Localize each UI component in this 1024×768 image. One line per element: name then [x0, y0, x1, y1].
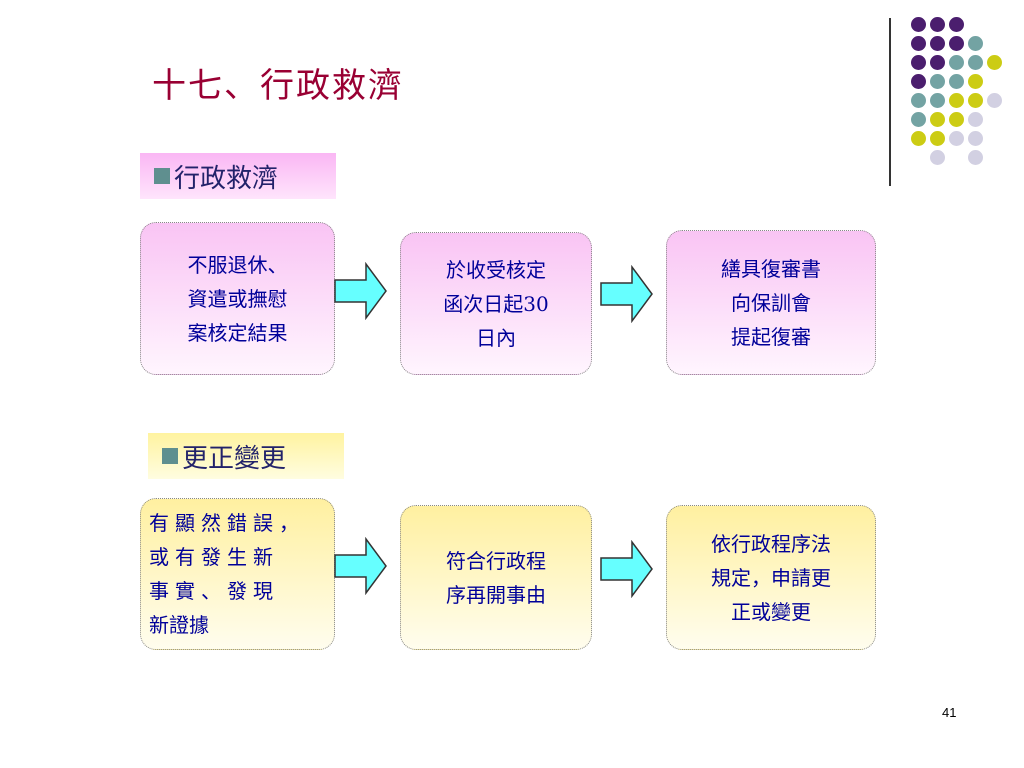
- section-header-label: 行政救濟: [174, 163, 279, 194]
- dot: [911, 55, 926, 70]
- decorative-vertical-line: [889, 18, 891, 186]
- slide-title: 十七、行政救濟: [152, 66, 404, 106]
- flow-box-line: 資遣或撫慰: [187, 286, 288, 311]
- flow-box-line: 不服退休、: [187, 252, 288, 277]
- dot: [949, 17, 964, 32]
- right-arrow-icon: [600, 265, 653, 323]
- bullet-square-icon: [154, 168, 170, 184]
- dot: [930, 74, 945, 89]
- dot: [968, 55, 983, 70]
- flow-box-line: 事實、發現: [149, 579, 279, 603]
- page-number: 41: [942, 705, 957, 720]
- flow-box-line: 符合行政程: [446, 548, 546, 573]
- dot: [930, 112, 945, 127]
- dot: [968, 150, 983, 165]
- flow-box-line: 函次日起30: [443, 291, 549, 316]
- flow-box-line: 或有發生新: [149, 545, 279, 569]
- dot: [949, 36, 964, 51]
- dot: [930, 93, 945, 108]
- dot: [930, 36, 945, 51]
- dot: [911, 36, 926, 51]
- section-header-correction-change: 更正變更: [148, 433, 344, 479]
- right-arrow-icon: [600, 540, 653, 598]
- dot: [930, 150, 945, 165]
- flow-box-line: 案核定結果: [187, 320, 288, 345]
- dot: [968, 74, 983, 89]
- flow-box: 不服退休、 資遣或撫慰 案核定結果: [140, 222, 335, 375]
- dot: [968, 93, 983, 108]
- flow-box: 符合行政程 序再開事由: [400, 505, 592, 650]
- flow-box-line: 提起復審: [731, 324, 811, 349]
- flow-box-line: 日內: [476, 325, 516, 350]
- right-arrow-icon: [334, 537, 387, 595]
- dot: [968, 131, 983, 146]
- flow-box-line: 規定，申請更: [711, 565, 831, 590]
- bullet-square-icon: [162, 448, 178, 464]
- flow-box-line: 正或變更: [731, 599, 811, 624]
- flow-box-line: 依行政程序法: [711, 531, 831, 556]
- dot: [968, 112, 983, 127]
- flow-box-line: 序再開事由: [446, 582, 546, 607]
- section-header-label: 更正變更: [182, 443, 287, 474]
- dot: [911, 74, 926, 89]
- dot: [949, 131, 964, 146]
- dot: [949, 74, 964, 89]
- dot: [911, 112, 926, 127]
- dot: [987, 55, 1002, 70]
- flow-box: 有顯然錯誤， 或有發生新 事實、發現 新證據: [140, 498, 335, 650]
- dot: [987, 93, 1002, 108]
- right-arrow-icon: [334, 262, 387, 320]
- dot: [911, 131, 926, 146]
- flow-box: 於收受核定 函次日起30 日內: [400, 232, 592, 375]
- section-header-administrative-remedy: 行政救濟: [140, 153, 336, 199]
- flow-box-line: 新證據: [149, 613, 209, 637]
- dot: [968, 36, 983, 51]
- flow-box: 依行政程序法 規定，申請更 正或變更: [666, 505, 876, 650]
- dot: [930, 131, 945, 146]
- flow-box-line: 繕具復審書: [721, 256, 821, 281]
- flow-box-line: 於收受核定: [446, 257, 546, 282]
- flow-box: 繕具復審書 向保訓會 提起復審: [666, 230, 876, 375]
- dot: [949, 112, 964, 127]
- flow-box-line: 有顯然錯誤，: [149, 511, 305, 535]
- dot: [949, 55, 964, 70]
- dot: [911, 93, 926, 108]
- dot: [930, 55, 945, 70]
- dot: [911, 17, 926, 32]
- flow-box-line: 向保訓會: [731, 290, 811, 315]
- dot: [949, 93, 964, 108]
- dot: [930, 17, 945, 32]
